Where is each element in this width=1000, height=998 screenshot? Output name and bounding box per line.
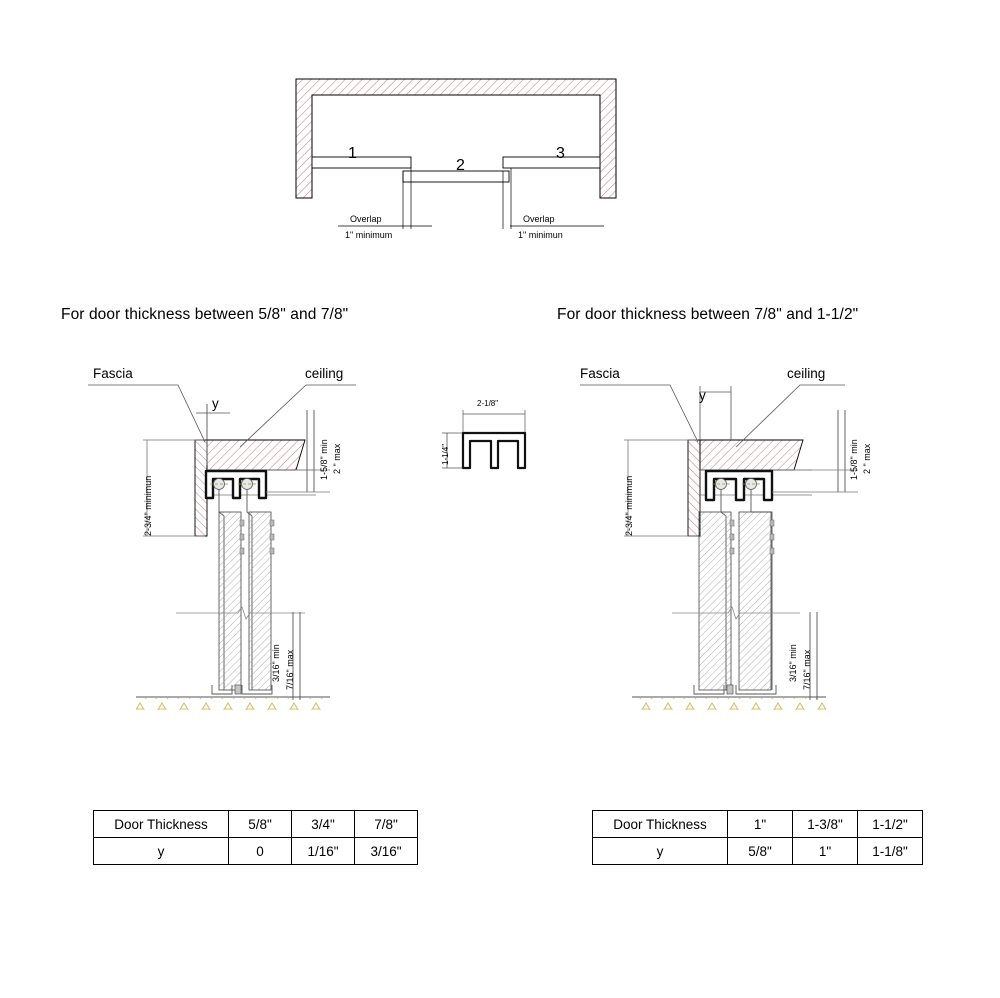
left-detail-group xyxy=(88,384,356,710)
track-cross-section xyxy=(461,431,527,470)
track-section-group xyxy=(442,410,527,470)
left-table-r0-c0: 5/8" xyxy=(228,810,292,838)
plan-panel-label-1: 1 xyxy=(348,145,357,162)
left-ceiling-label: ceiling xyxy=(305,366,344,381)
left-dim-2-3-4: 2-3/4" minimun xyxy=(143,475,153,536)
plan-door-panel-1 xyxy=(311,156,412,169)
right-ceiling-slab xyxy=(699,439,804,471)
right-table-r0-c0: 1" xyxy=(727,810,793,838)
left-dim-2-max: 2 " max xyxy=(332,443,342,474)
left-spec-table-wrap: Door Thickness 5/8" 3/4" 7/8" y 0 1/16" … xyxy=(93,810,418,865)
left-spec-table: Door Thickness 5/8" 3/4" 7/8" y 0 1/16" … xyxy=(93,810,418,865)
right-table-r1-c0: 5/8" xyxy=(727,837,793,865)
track-height-label: 1-1/4" xyxy=(441,443,450,465)
right-detail-heading: For door thickness between 7/8" and 1-1/… xyxy=(557,306,859,323)
overlap-value-left: 1" minimum xyxy=(345,230,393,240)
left-dim-7-16-max: 7/16" max xyxy=(285,649,295,690)
right-spec-table: Door Thickness 1" 1-3/8" 1-1/2" y 5/8" 1… xyxy=(592,810,923,865)
right-table-r1-c1: 1" xyxy=(792,837,858,865)
right-floor-hatch xyxy=(632,698,826,710)
overlap-label-right: Overlap xyxy=(523,214,555,224)
left-dim-3-16-min: 3/16" min xyxy=(271,644,281,682)
right-table-r1-c2: 1-1/8" xyxy=(857,837,923,865)
right-track-profile xyxy=(704,469,774,502)
left-floor-hatch xyxy=(136,698,330,710)
left-y-label: y xyxy=(212,396,219,411)
left-track-profile xyxy=(204,469,268,500)
left-table-r1-c0: 0 xyxy=(228,837,292,865)
left-dim-1-5-8-min: 1-5/8" min xyxy=(319,439,329,480)
right-door-leaf-a xyxy=(698,511,732,691)
left-table-r1-c2: 3/16" xyxy=(354,837,418,865)
left-table-r1-header: y xyxy=(93,837,229,865)
overlap-label-left: Overlap xyxy=(350,214,382,224)
right-spec-table-wrap: Door Thickness 1" 1-3/8" 1-1/2" y 5/8" 1… xyxy=(592,810,923,865)
right-table-r1-header: y xyxy=(592,837,728,865)
right-dim-2-3-4: 2-3/4" minimun xyxy=(624,475,634,536)
right-dim-3-16-min: 3/16" min xyxy=(788,644,798,682)
right-door-leaf-b xyxy=(738,511,772,691)
left-table-r0-c2: 7/8" xyxy=(354,810,418,838)
right-fascia-label: Fascia xyxy=(580,366,620,381)
left-table-r0-c1: 3/4" xyxy=(291,810,355,838)
right-dim-1-5-8-min: 1-5/8" min xyxy=(849,439,859,480)
table-row: y 0 1/16" 3/16" xyxy=(93,837,418,865)
left-detail-heading: For door thickness between 5/8" and 7/8" xyxy=(61,306,349,323)
left-table-r0-header: Door Thickness xyxy=(93,810,229,838)
table-row: y 5/8" 1" 1-1/8" xyxy=(592,837,923,865)
right-detail-group xyxy=(580,384,858,710)
left-table-r1-c1: 1/16" xyxy=(291,837,355,865)
left-fascia-label: Fascia xyxy=(93,366,133,381)
left-door-leaf-a xyxy=(218,511,242,691)
plan-view-group xyxy=(295,78,617,229)
right-fascia xyxy=(687,439,701,537)
plan-panel-label-3: 3 xyxy=(556,145,565,162)
table-row: Door Thickness 5/8" 3/4" 7/8" xyxy=(93,810,418,838)
plan-panel-label-2: 2 xyxy=(456,157,465,174)
left-door-leaf-b xyxy=(248,511,272,691)
left-ceiling-slab xyxy=(206,439,306,471)
table-row: Door Thickness 1" 1-3/8" 1-1/2" xyxy=(592,810,923,838)
right-ceiling-label: ceiling xyxy=(787,366,826,381)
plan-door-panel-3 xyxy=(502,156,601,169)
right-table-r0-header: Door Thickness xyxy=(592,810,728,838)
right-y-label: y xyxy=(699,388,706,403)
right-dim-2-max: 2 " max xyxy=(862,443,872,474)
right-table-r0-c2: 1-1/2" xyxy=(857,810,923,838)
right-table-r0-c1: 1-3/8" xyxy=(792,810,858,838)
overlap-value-right: 1" minimun xyxy=(518,230,563,240)
right-dim-7-16-max: 7/16" max xyxy=(802,649,812,690)
track-width-label: 2-1/8" xyxy=(477,399,499,408)
